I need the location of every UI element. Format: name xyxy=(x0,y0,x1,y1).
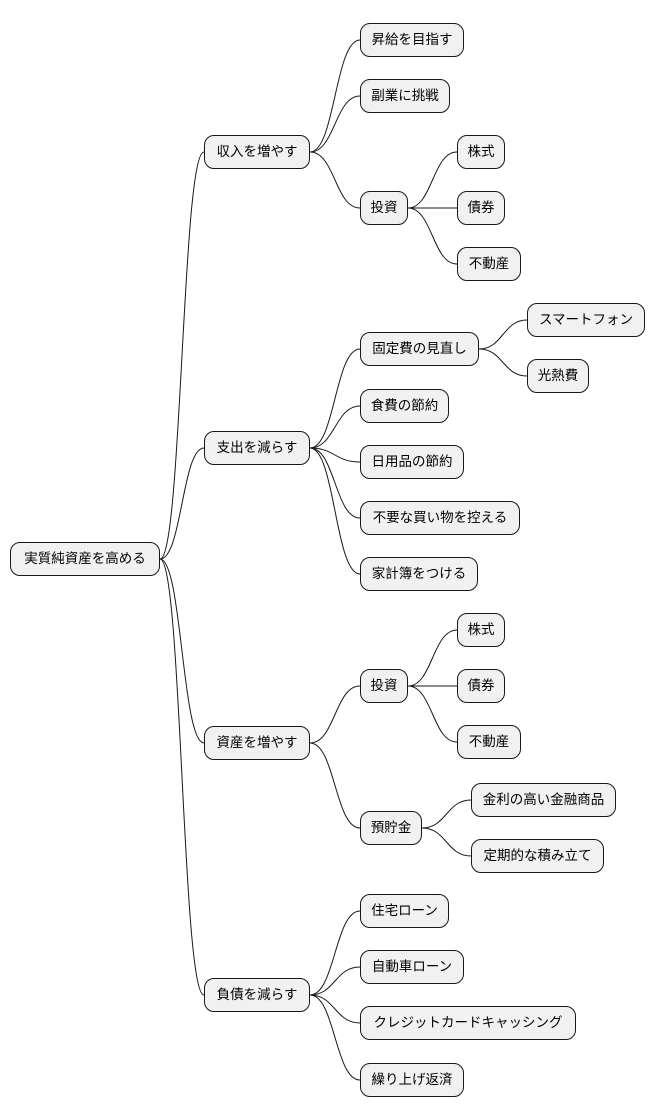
connector-branch-increase-assets xyxy=(159,558,205,744)
connector-node-income-investment xyxy=(309,151,361,209)
node-save-daily-goods: 日用品の節約 xyxy=(360,445,464,479)
node-review-fixed-costs: 固定費の見直し xyxy=(360,332,479,366)
connector-node-avoid-shopping xyxy=(309,447,361,519)
connector-node-income-real-estate xyxy=(407,207,458,265)
root-node: 実質純資産を高める xyxy=(10,542,160,576)
node-income-investment: 投資 xyxy=(360,191,408,225)
connector-node-credit-cashing xyxy=(309,994,361,1024)
node-save-food: 食費の節約 xyxy=(360,389,449,423)
node-savings: 預貯金 xyxy=(360,811,422,845)
node-prepayment: 繰り上げ返済 xyxy=(360,1063,464,1097)
node-side-job: 副業に挑戦 xyxy=(360,79,450,113)
node-smartphone: スマートフォン xyxy=(527,303,645,337)
branch-increase-assets: 資産を増やす xyxy=(204,726,310,760)
node-credit-cashing: クレジットカードキャッシング xyxy=(360,1006,576,1040)
node-asset-stocks: 株式 xyxy=(457,613,505,647)
node-asset-investment: 投資 xyxy=(360,669,408,703)
node-asset-bonds: 債券 xyxy=(457,669,505,703)
connector-node-prepayment xyxy=(309,994,361,1081)
connector-node-aim-raise xyxy=(309,39,361,153)
connector-node-asset-real-estate xyxy=(407,685,458,743)
node-household-book: 家計簿をつける xyxy=(360,557,478,591)
node-asset-real-estate: 不動産 xyxy=(457,725,521,759)
connector-node-car-loan xyxy=(309,966,361,996)
connector-node-save-food xyxy=(309,405,361,449)
connector-node-review-fixed-costs xyxy=(309,348,361,449)
node-car-loan: 自動車ローン xyxy=(360,950,464,984)
connector-node-asset-investment xyxy=(309,685,361,744)
connector-node-income-stocks xyxy=(407,151,458,209)
node-mortgage: 住宅ローン xyxy=(360,894,449,928)
connector-node-mortgage xyxy=(309,910,361,996)
connector-node-side-job xyxy=(309,95,361,153)
node-aim-raise: 昇給を目指す xyxy=(360,23,464,57)
node-income-stocks: 株式 xyxy=(457,135,505,169)
connector-node-savings xyxy=(309,742,361,829)
branch-reduce-debt: 負債を減らす xyxy=(204,978,310,1012)
branch-increase-income: 収入を増やす xyxy=(204,135,310,169)
node-regular-deposits: 定期的な積み立て xyxy=(471,839,604,873)
connector-node-household-book xyxy=(309,447,361,575)
connector-branch-reduce-spending xyxy=(159,447,205,560)
connector-branch-reduce-debt xyxy=(159,558,205,996)
node-avoid-shopping: 不要な買い物を控える xyxy=(360,501,520,535)
connector-node-high-interest-products xyxy=(421,799,472,829)
connector-node-utilities xyxy=(478,348,528,377)
node-high-interest-products: 金利の高い金融商品 xyxy=(471,783,616,817)
node-income-real-estate: 不動産 xyxy=(457,247,521,281)
branch-reduce-spending: 支出を減らす xyxy=(204,431,310,465)
node-utilities: 光熱費 xyxy=(527,359,589,393)
connector-node-save-daily-goods xyxy=(309,447,361,463)
connector-node-asset-stocks xyxy=(407,629,458,687)
connector-node-smartphone xyxy=(478,319,528,350)
connector-node-regular-deposits xyxy=(421,827,472,857)
connector-branch-increase-income xyxy=(159,151,205,560)
node-income-bonds: 債券 xyxy=(457,191,505,225)
